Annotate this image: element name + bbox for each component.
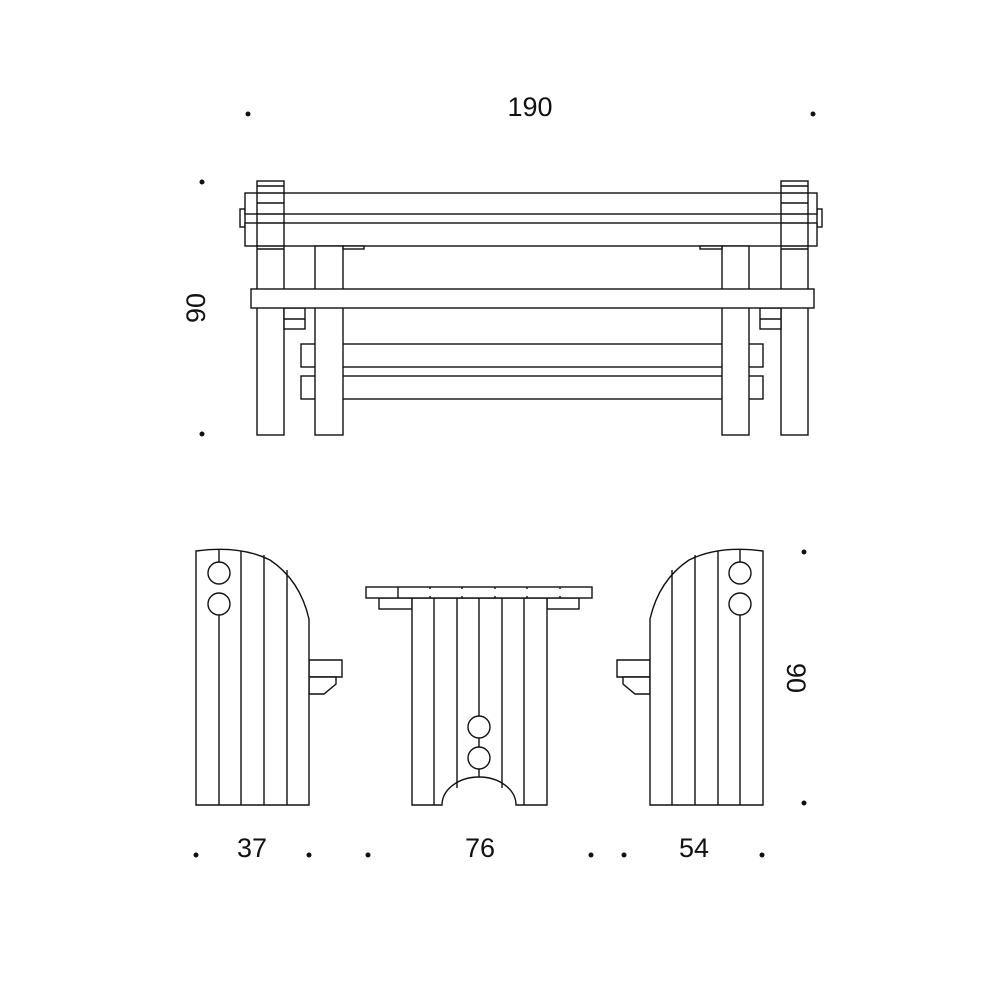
dimension-label-width-end: 76 (465, 833, 495, 863)
dimension-label-depth-left: 37 (237, 833, 267, 863)
left-side-view (195, 548, 343, 806)
legs (314, 245, 750, 436)
dimension-label-height-side: 90 (781, 663, 811, 693)
dimension-label-length: 190 (507, 92, 552, 122)
dimension-depth-right: 54 (621, 833, 765, 863)
end-view (365, 586, 593, 806)
lower-rails (300, 343, 764, 400)
dimension-height-side: 90 (781, 549, 811, 806)
seat-brackets (283, 307, 782, 330)
backrest (239, 192, 823, 247)
dimension-label-depth-right: 54 (679, 833, 709, 863)
dimension-label-height-front: 90 (181, 293, 211, 323)
right-side-view (616, 548, 764, 806)
dimension-height-front: 90 (181, 179, 211, 437)
seat (250, 288, 815, 309)
dimension-width-end: 76 (365, 833, 594, 863)
front-elevation (239, 180, 823, 436)
dimension-depth-left: 37 (193, 833, 312, 863)
dimension-length: 190 (245, 92, 816, 122)
